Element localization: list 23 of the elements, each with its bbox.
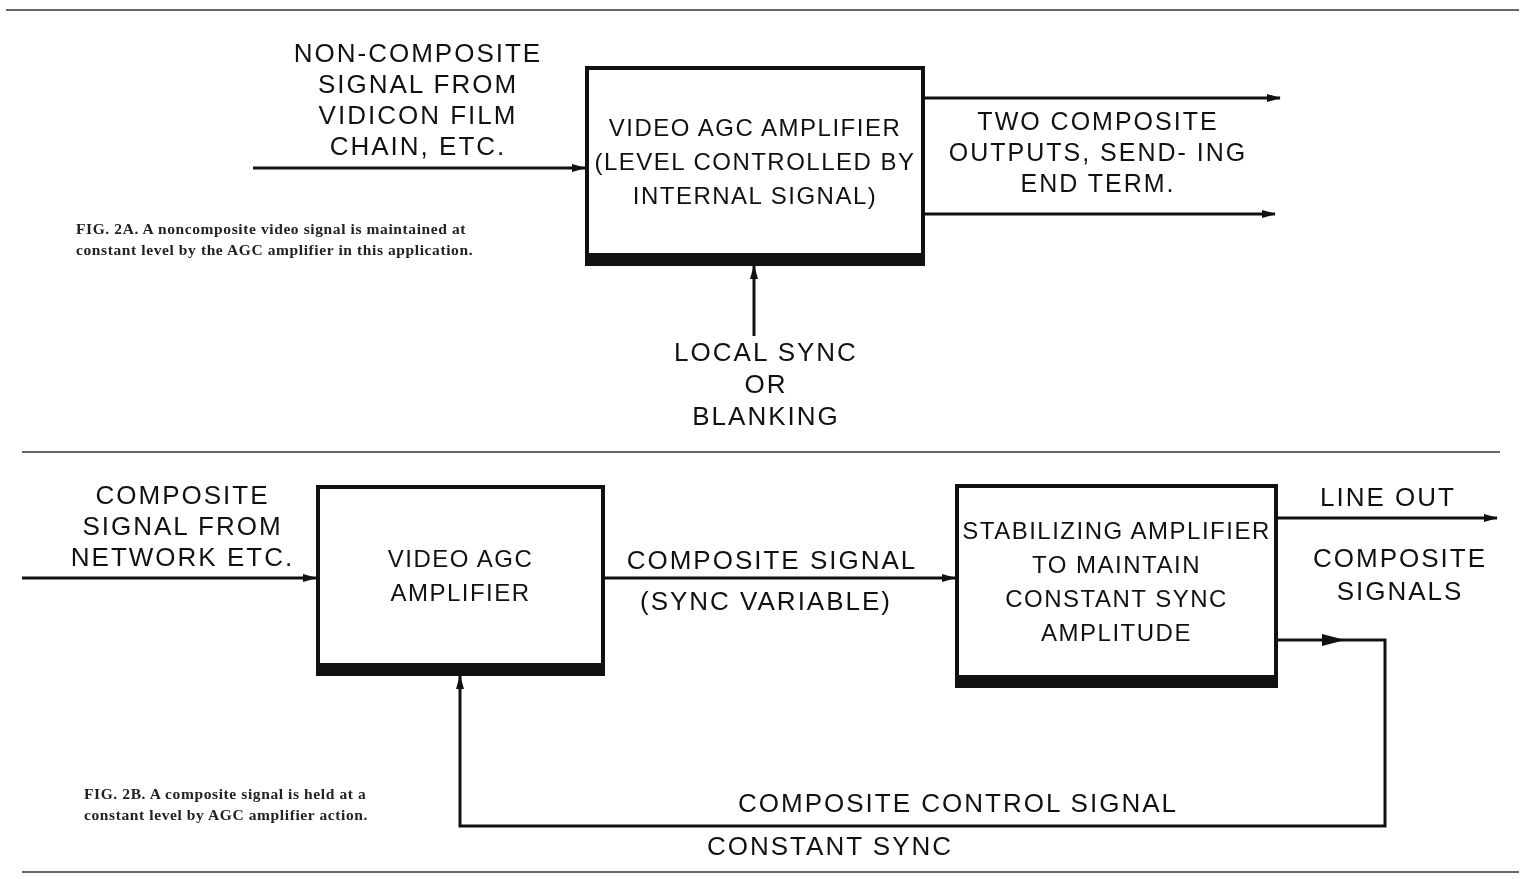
edge-label: COMPOSITE SIGNAL FROM NETWORK ETC.	[69, 480, 296, 573]
box-label: STABILIZING AMPLIFIER TO MAINTAIN CONSTANT SYNC AMPLITUDE	[961, 515, 1272, 648]
signal-arrow	[925, 210, 1276, 218]
edge-label: NON-COMPOSITE SIGNAL FROM VIDICON FILM CHAIN, ETC.	[292, 38, 544, 162]
signal-label: (SYNC VARIABLE)	[639, 585, 893, 618]
signal-label: LOCAL SYNC OR BLANKING	[672, 336, 860, 434]
amplifier-box	[955, 484, 1278, 688]
box-label: VIDEO AGC AMPLIFIER	[386, 544, 535, 608]
signal-arrow	[605, 574, 956, 582]
signal-label: CONSTANT SYNC	[705, 830, 955, 863]
signal-arrow	[22, 574, 317, 582]
amplifier-box	[585, 66, 925, 266]
signal-arrow	[925, 94, 1281, 102]
amplifier-box	[316, 485, 605, 676]
signal-arrow	[253, 164, 586, 172]
figure-caption: FIG. 2B. A composite signal is held at a constant level by AGC amplifier action.	[84, 784, 370, 825]
signal-arrow	[750, 265, 758, 336]
box-label: VIDEO AGC AMPLIFIER (LEVEL CONTROLLED BY INTERNAL SIGNAL)	[593, 112, 917, 211]
feedback-arrow	[456, 638, 1387, 828]
figure-caption: FIG. 2A. A noncomposite video signal is maintained at constant level by the AGC amplifier in this application.	[76, 219, 475, 260]
signal-arrow	[1278, 514, 1498, 522]
signal-label: COMPOSITE SIGNALS	[1312, 542, 1488, 608]
signal-label: TWO COMPOSITE OUTPUTS, SEND- ING END TERM.	[948, 106, 1248, 199]
